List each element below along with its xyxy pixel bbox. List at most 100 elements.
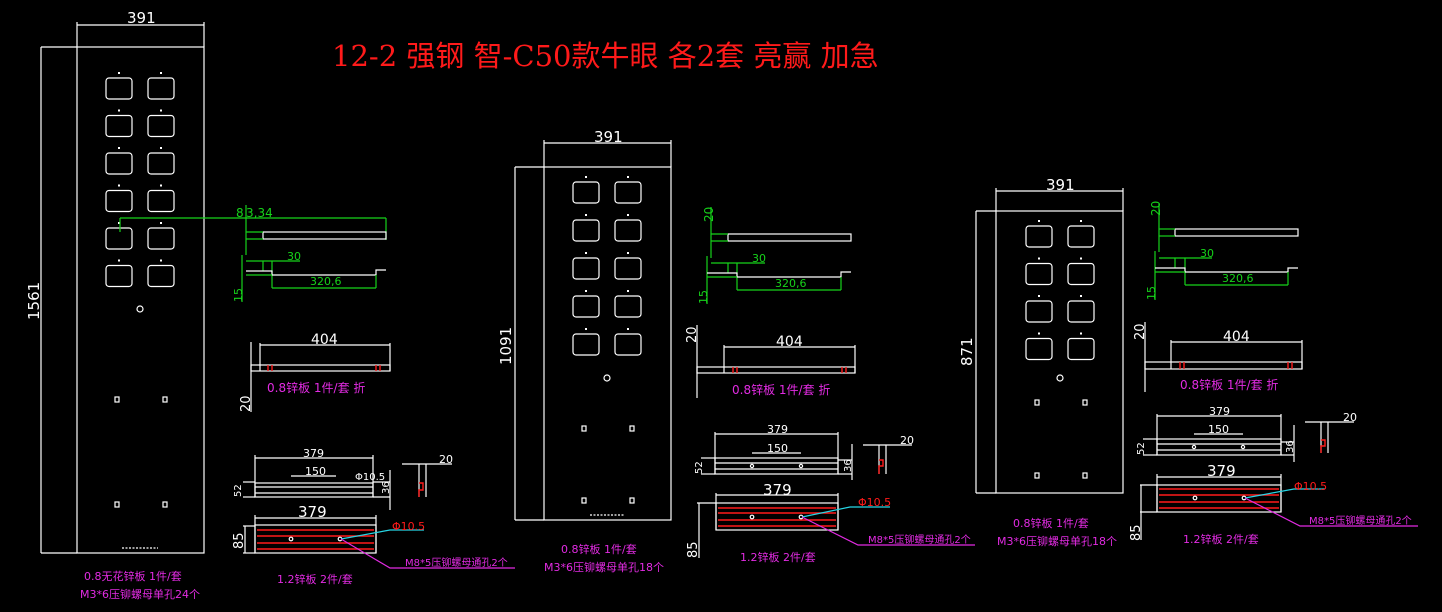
panel-note-1: 0.8锌板 1件/套 [1013, 516, 1089, 530]
profile-dim: 20 [439, 453, 453, 466]
panel-note-2: M3*6压铆螺母单孔18个 [544, 560, 664, 574]
strip-height: 20 [1133, 323, 1148, 340]
button-hole [105, 227, 133, 250]
bend-dim-320: 320,6 [775, 277, 807, 290]
strip-length: 404 [311, 332, 338, 348]
lock-hole [136, 305, 144, 313]
rivet-hole [1038, 295, 1040, 297]
rivet-hole [1038, 220, 1040, 222]
button-hole [147, 227, 175, 250]
bracket-length: 379 [303, 447, 324, 460]
bracket-inner: 150 [305, 465, 326, 478]
width-dim: 391 [127, 9, 156, 27]
panel-outline [76, 46, 205, 554]
button-hole [1025, 225, 1053, 248]
button-hole [1025, 262, 1053, 286]
button-hole [572, 219, 600, 242]
plate-nut: M8*5压铆螺母通孔2个 [868, 533, 971, 546]
bracket-inner: 150 [1208, 423, 1229, 436]
rivet-hole [585, 252, 587, 254]
strip-note: 0.8锌板 1件/套 折 [267, 380, 365, 395]
bend-dim-15: 15 [1145, 286, 1158, 300]
panel-outline [995, 210, 1124, 494]
button-hole [614, 333, 642, 356]
plate-length: 379 [298, 503, 327, 521]
bracket-h36: 36 [381, 481, 392, 494]
height-dim: 1091 [497, 327, 515, 365]
rivet-hole [1038, 332, 1040, 335]
rivet-hole [160, 222, 162, 224]
panel-3: 391 871 0.8锌板 1件/套 M3*6压铆螺母单孔18个 20 30 3… [958, 176, 1418, 548]
panel-note-2: M3*6压铆螺母单孔18个 [997, 534, 1117, 548]
lock-hole [603, 374, 611, 382]
panel-outline [543, 166, 672, 521]
rivet-hole [118, 147, 120, 149]
height-dim: 871 [958, 337, 976, 366]
rivet-hole [160, 259, 162, 262]
rivet-hole [118, 184, 120, 187]
plate-length: 379 [1207, 462, 1236, 480]
width-dim: 391 [594, 128, 623, 146]
panel-note-2: M3*6压铆螺母单孔24个 [80, 587, 200, 601]
button-hole [614, 257, 642, 280]
plate-nut: M8*5压铆螺母通孔2个 [1309, 514, 1412, 527]
button-hole [1025, 300, 1053, 323]
panel-1: 391 1561 0.8无花锌板 1件/套 M3*6压铆螺母单孔24个 8 3,… [25, 9, 515, 601]
rivet-hole [1080, 332, 1082, 335]
bend-dim-30: 30 [287, 250, 301, 263]
button-hole [572, 333, 600, 356]
rivet-hole [1038, 257, 1040, 260]
bend-dim-top: 20 [1149, 201, 1163, 216]
panel-note-1: 0.8无花锌板 1件/套 [84, 569, 182, 583]
bend-dim-top: 20 [702, 207, 716, 222]
button-hole [147, 189, 175, 213]
plate-nut: M8*5压铆螺母通孔2个 [405, 556, 508, 569]
rivet-hole [118, 222, 120, 224]
button-hole [1067, 262, 1095, 286]
button-hole [572, 181, 600, 204]
rivet-hole [585, 176, 587, 178]
button-holes [1025, 220, 1095, 361]
bend-dim-top2: 3,34 [246, 206, 273, 220]
bracket-h52: 52 [694, 461, 705, 474]
plate-note: 1.2锌板 2件/套 [1183, 532, 1259, 546]
profile-dim: 20 [1343, 411, 1357, 424]
bracket-h52: 52 [1136, 442, 1147, 455]
button-hole [147, 114, 175, 138]
button-holes [572, 176, 642, 356]
bend-dim-top: 8 [236, 206, 244, 220]
button-hole [105, 264, 133, 288]
strip-length: 404 [776, 334, 803, 350]
rivet-hole [118, 109, 120, 112]
plate-hole: Φ10.5 [858, 496, 891, 509]
panel-2: 391 1091 0.8锌板 1件/套 M3*6压铆螺母单孔18个 20 30 … [497, 128, 975, 574]
plate-hole: Φ10.5 [392, 520, 425, 533]
bend-dim-320: 320,6 [1222, 272, 1254, 285]
button-hole [614, 181, 642, 204]
strip-note: 0.8锌板 1件/套 折 [1180, 377, 1278, 392]
rivet-hole [627, 214, 629, 216]
plate-height: 85 [232, 532, 247, 549]
rivet-hole [1080, 220, 1082, 222]
button-hole [147, 264, 175, 288]
rivet-hole [160, 184, 162, 187]
button-hole [105, 189, 133, 213]
rivet-hole [627, 328, 629, 330]
rivet-hole [160, 147, 162, 149]
plate-height: 85 [686, 541, 701, 558]
plate-note: 1.2锌板 2件/套 [277, 572, 353, 586]
width-dim: 391 [1046, 176, 1075, 194]
plate-note: 1.2锌板 2件/套 [740, 550, 816, 564]
strip-height: 20 [685, 326, 700, 343]
bracket-length: 379 [1209, 405, 1230, 418]
rivet-hole [627, 252, 629, 254]
button-hole [105, 152, 133, 175]
rivet-hole [627, 176, 629, 178]
plate-length: 379 [763, 481, 792, 499]
strip-height: 20 [239, 395, 254, 412]
rivet-hole [160, 72, 162, 74]
bend-dim-30: 30 [1200, 247, 1214, 260]
plate-hole: Φ10.5 [1294, 480, 1327, 493]
button-hole [614, 219, 642, 242]
